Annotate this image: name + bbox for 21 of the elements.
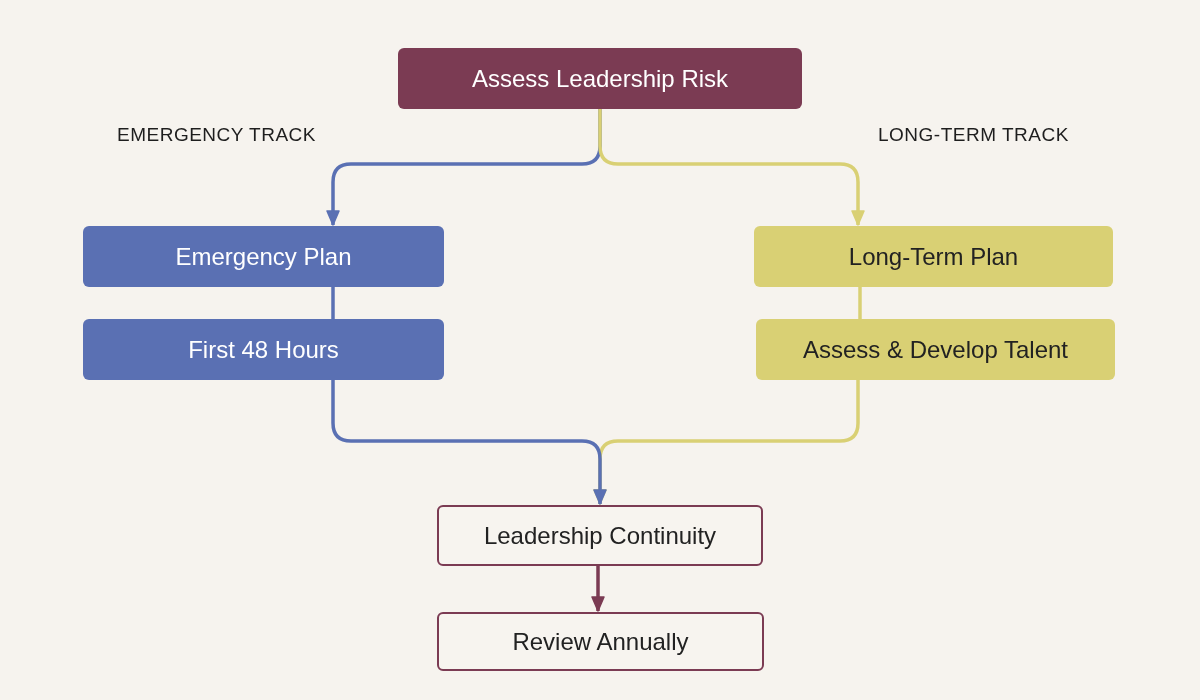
step-label: Emergency Plan bbox=[175, 241, 352, 272]
step-label: Assess & Develop Talent bbox=[803, 334, 1068, 365]
track-label: LONG-TERM TRACK bbox=[878, 125, 1069, 144]
step-label: Leadership Continuity bbox=[483, 520, 717, 551]
connector-line bbox=[858, 287, 862, 319]
step-label: Review Annually bbox=[512, 626, 689, 657]
step-label: First 48 Hours bbox=[188, 334, 339, 365]
connector-line bbox=[331, 287, 335, 319]
arrow bbox=[591, 566, 605, 612]
track-label: EMERGENCY TRACK bbox=[117, 125, 316, 144]
process-box bbox=[398, 48, 802, 109]
arrow bbox=[331, 380, 607, 505]
process-box bbox=[754, 226, 1113, 287]
step-label: Long-Term Plan bbox=[848, 241, 1019, 272]
process-box bbox=[756, 319, 1115, 380]
step-label: Assess Leadership Risk bbox=[471, 63, 729, 94]
process-box bbox=[437, 505, 763, 566]
process-box bbox=[83, 226, 444, 287]
process-box bbox=[437, 612, 764, 671]
process-box bbox=[83, 319, 444, 380]
arrow bbox=[598, 109, 865, 226]
